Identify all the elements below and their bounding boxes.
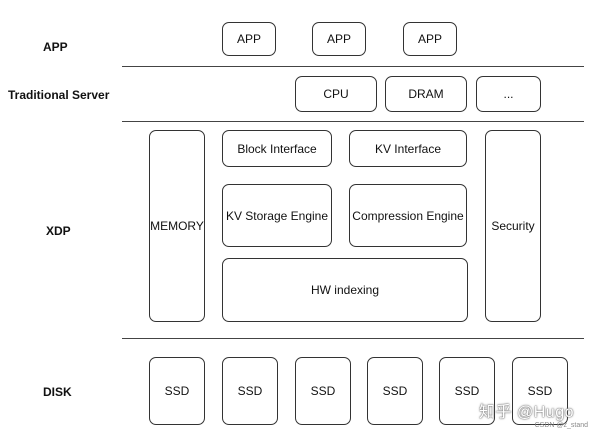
ssd-box-3: SSD	[295, 357, 351, 425]
ssd-box-2: SSD	[222, 357, 278, 425]
layer-label-traditional-server: Traditional Server	[8, 88, 110, 102]
ssd-box-1: SSD	[149, 357, 205, 425]
ssd-box-6: SSD	[512, 357, 568, 425]
server-box-dram: DRAM	[385, 76, 467, 112]
layer-label-disk: DISK	[43, 385, 72, 399]
ssd-box-5: SSD	[439, 357, 495, 425]
layer-label-xdp: XDP	[46, 224, 71, 238]
divider-app-server	[122, 66, 584, 67]
xdp-block-interface-box: Block Interface	[222, 130, 332, 167]
xdp-kv-storage-engine-box: KV Storage Engine	[222, 184, 332, 247]
ssd-box-4: SSD	[367, 357, 423, 425]
xdp-kv-interface-box: KV Interface	[349, 130, 467, 167]
xdp-memory-box: MEMORY	[149, 130, 205, 322]
credit-text: CSDN @z_stand	[534, 422, 588, 429]
divider-xdp-disk	[122, 338, 584, 339]
app-box-2: APP	[312, 22, 366, 56]
server-box-more: ...	[476, 76, 541, 112]
app-box-3: APP	[403, 22, 457, 56]
server-box-cpu: CPU	[295, 76, 377, 112]
xdp-hw-indexing-box: HW indexing	[222, 258, 468, 322]
divider-server-xdp	[122, 121, 584, 122]
xdp-security-box: Security	[485, 130, 541, 322]
xdp-compression-engine-box: Compression Engine	[349, 184, 467, 247]
watermark-text: 知乎 @Hugo	[479, 404, 574, 421]
app-box-1: APP	[222, 22, 276, 56]
layer-label-app: APP	[43, 40, 68, 54]
